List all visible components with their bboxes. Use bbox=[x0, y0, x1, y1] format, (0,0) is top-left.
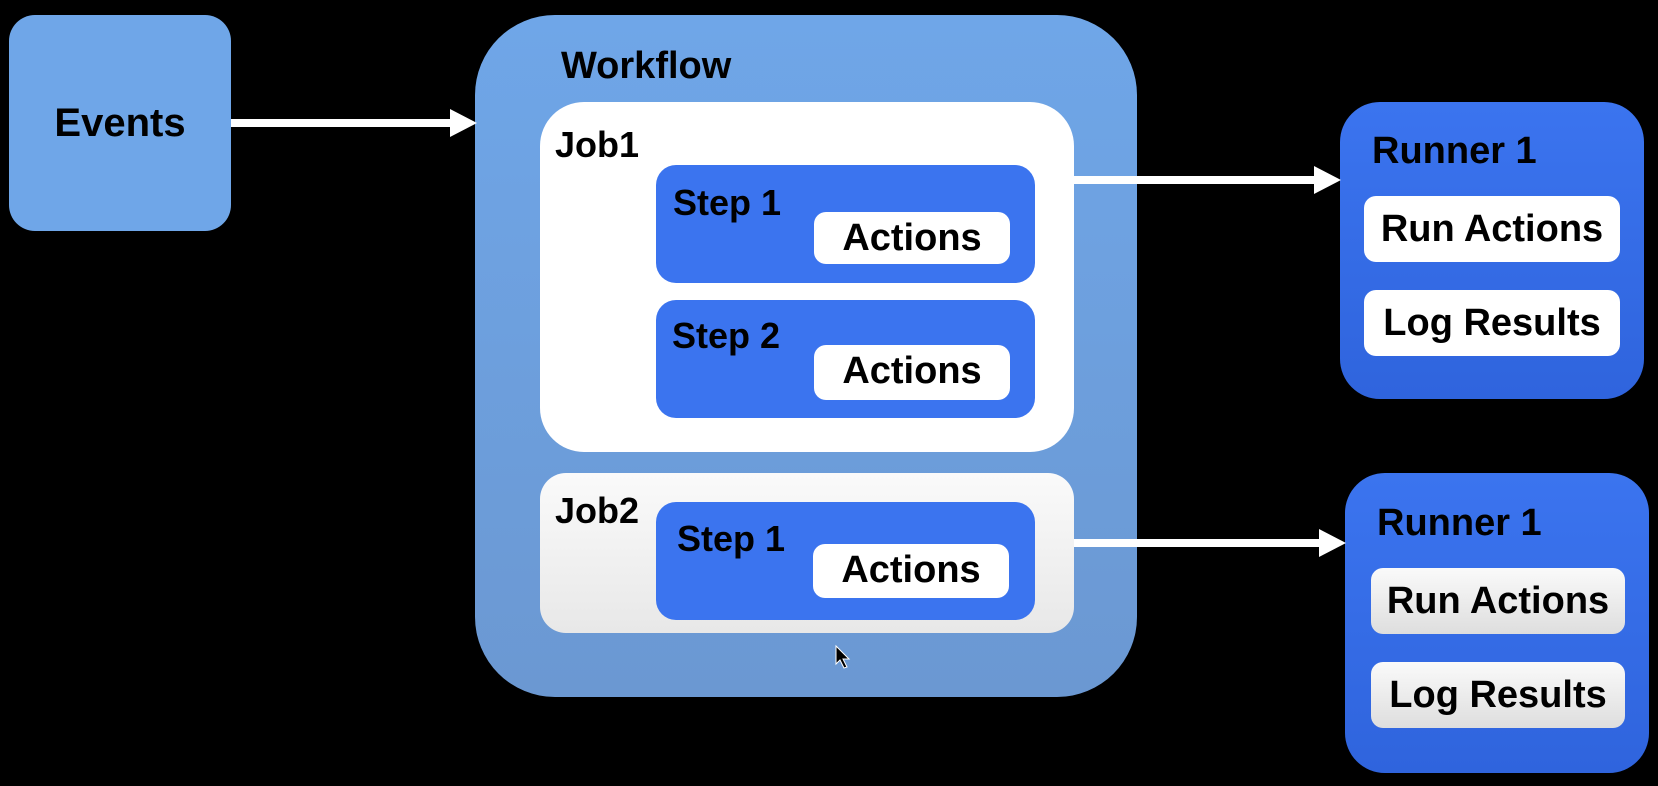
mouse-cursor-icon bbox=[835, 644, 851, 669]
arrow-events-to-workflow bbox=[231, 109, 477, 137]
runner-1-bottom: Runner 1 Run Actions Log Results bbox=[1345, 473, 1649, 773]
job1-step1-label: Step 1 bbox=[673, 182, 782, 223]
runner-1-top: Runner 1 Run Actions Log Results bbox=[1340, 102, 1644, 399]
runner-1-bottom-run-actions-label: Run Actions bbox=[1386, 580, 1610, 622]
job1-step2: Step 2 Actions bbox=[656, 300, 1035, 418]
job2-label: Job2 bbox=[555, 490, 640, 531]
runner-1-top-run-actions-label: Run Actions bbox=[1380, 208, 1604, 250]
job2-step1-actions: Actions bbox=[813, 544, 1009, 598]
runner-1-top-title: Runner 1 bbox=[1372, 130, 1537, 172]
runner-1-bottom-run-actions: Run Actions bbox=[1371, 568, 1625, 634]
job1-step1: Step 1 Actions bbox=[656, 165, 1035, 283]
job1-step2-actions-label: Actions bbox=[842, 350, 982, 392]
arrow-job2-to-runner bbox=[1074, 529, 1346, 557]
job1-step2-actions: Actions bbox=[814, 345, 1010, 400]
events-node: Events bbox=[9, 15, 231, 231]
job1-label: Job1 bbox=[555, 124, 640, 165]
runner-1-top-log-results: Log Results bbox=[1364, 290, 1620, 356]
job2-step1: Step 1 Actions bbox=[656, 502, 1035, 620]
job1-step2-label: Step 2 bbox=[672, 315, 781, 356]
job1-step1-actions: Actions bbox=[814, 212, 1010, 264]
runner-1-top-run-actions: Run Actions bbox=[1364, 196, 1620, 262]
runner-1-bottom-log-results: Log Results bbox=[1371, 662, 1625, 728]
arrow-job1-to-runner bbox=[1074, 166, 1341, 194]
workflow-title: Workflow bbox=[561, 45, 732, 87]
runner-1-bottom-title: Runner 1 bbox=[1377, 502, 1542, 544]
job1-step1-actions-label: Actions bbox=[842, 217, 982, 259]
job2-step1-label: Step 1 bbox=[677, 518, 786, 559]
runner-1-bottom-log-results-label: Log Results bbox=[1389, 674, 1607, 716]
runner-1-top-log-results-label: Log Results bbox=[1383, 302, 1601, 344]
events-label: Events bbox=[54, 101, 186, 145]
job2-step1-actions-label: Actions bbox=[841, 549, 981, 591]
